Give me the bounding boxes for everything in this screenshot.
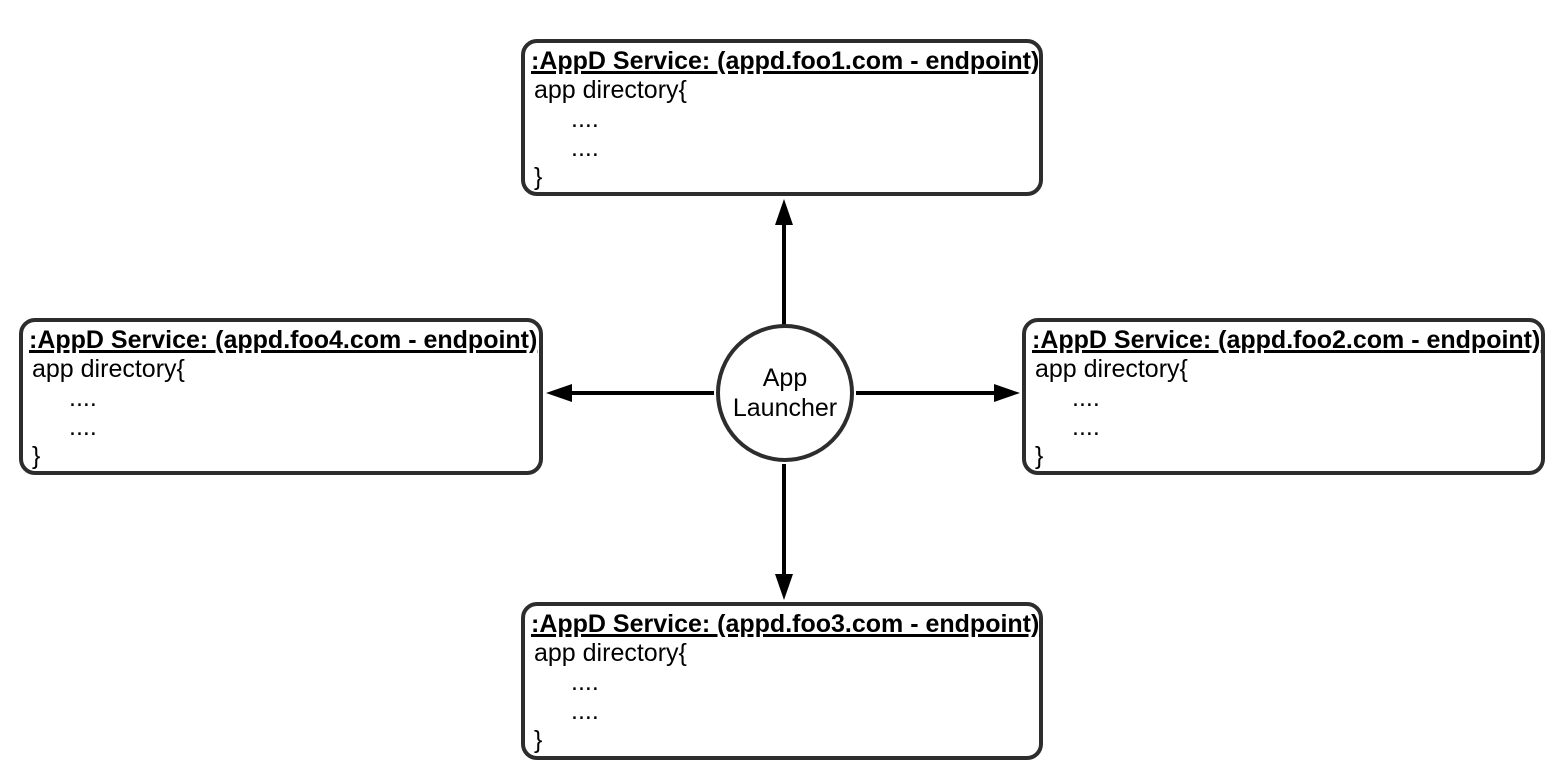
service-box-body-line: ....: [1072, 384, 1100, 412]
service-box-body-line: app directory{: [1035, 355, 1188, 383]
service-box-body-line: app directory{: [534, 639, 687, 667]
arrowhead-to-foo4: [546, 384, 572, 402]
service-box-body-line: ....: [571, 105, 599, 133]
app-launcher-label-line1: App: [762, 364, 808, 392]
service-box-body-line: }: [32, 442, 41, 470]
service-box-body-line: }: [534, 726, 543, 754]
app-launcher-node: App Launcher: [716, 324, 854, 462]
service-box-body-line: ....: [571, 668, 599, 696]
arrowhead-to-foo1: [775, 199, 793, 225]
service-box-body-line: ....: [69, 384, 97, 412]
service-box-body-line: ....: [571, 134, 599, 162]
service-box-appd-foo1: :AppD Service: (appd.foo1.com - endpoint…: [521, 39, 1043, 196]
service-box-title: :AppD Service: (appd.foo3.com - endpoint…: [531, 610, 1040, 638]
service-box-appd-foo4: :AppD Service: (appd.foo4.com - endpoint…: [19, 318, 543, 475]
service-box-body-line: ....: [1072, 413, 1100, 441]
service-box-body-line: }: [534, 163, 543, 191]
app-launcher-label-line2: Launcher: [732, 394, 838, 422]
service-box-title: :AppD Service: (appd.foo4.com - endpoint…: [29, 326, 538, 354]
service-box-title: :AppD Service: (appd.foo1.com - endpoint…: [531, 47, 1040, 75]
arrowhead-to-foo2: [994, 384, 1020, 402]
service-box-appd-foo2: :AppD Service: (appd.foo2.com - endpoint…: [1022, 318, 1545, 475]
service-box-body-line: }: [1035, 442, 1044, 470]
service-box-body-line: app directory{: [32, 355, 185, 383]
arrowhead-to-foo3: [775, 574, 793, 600]
service-box-body-line: ....: [571, 697, 599, 725]
service-box-body-line: app directory{: [534, 76, 687, 104]
service-box-body-line: ....: [69, 413, 97, 441]
service-box-title: :AppD Service: (appd.foo2.com - endpoint…: [1032, 326, 1541, 354]
service-box-appd-foo3: :AppD Service: (appd.foo3.com - endpoint…: [521, 602, 1043, 760]
